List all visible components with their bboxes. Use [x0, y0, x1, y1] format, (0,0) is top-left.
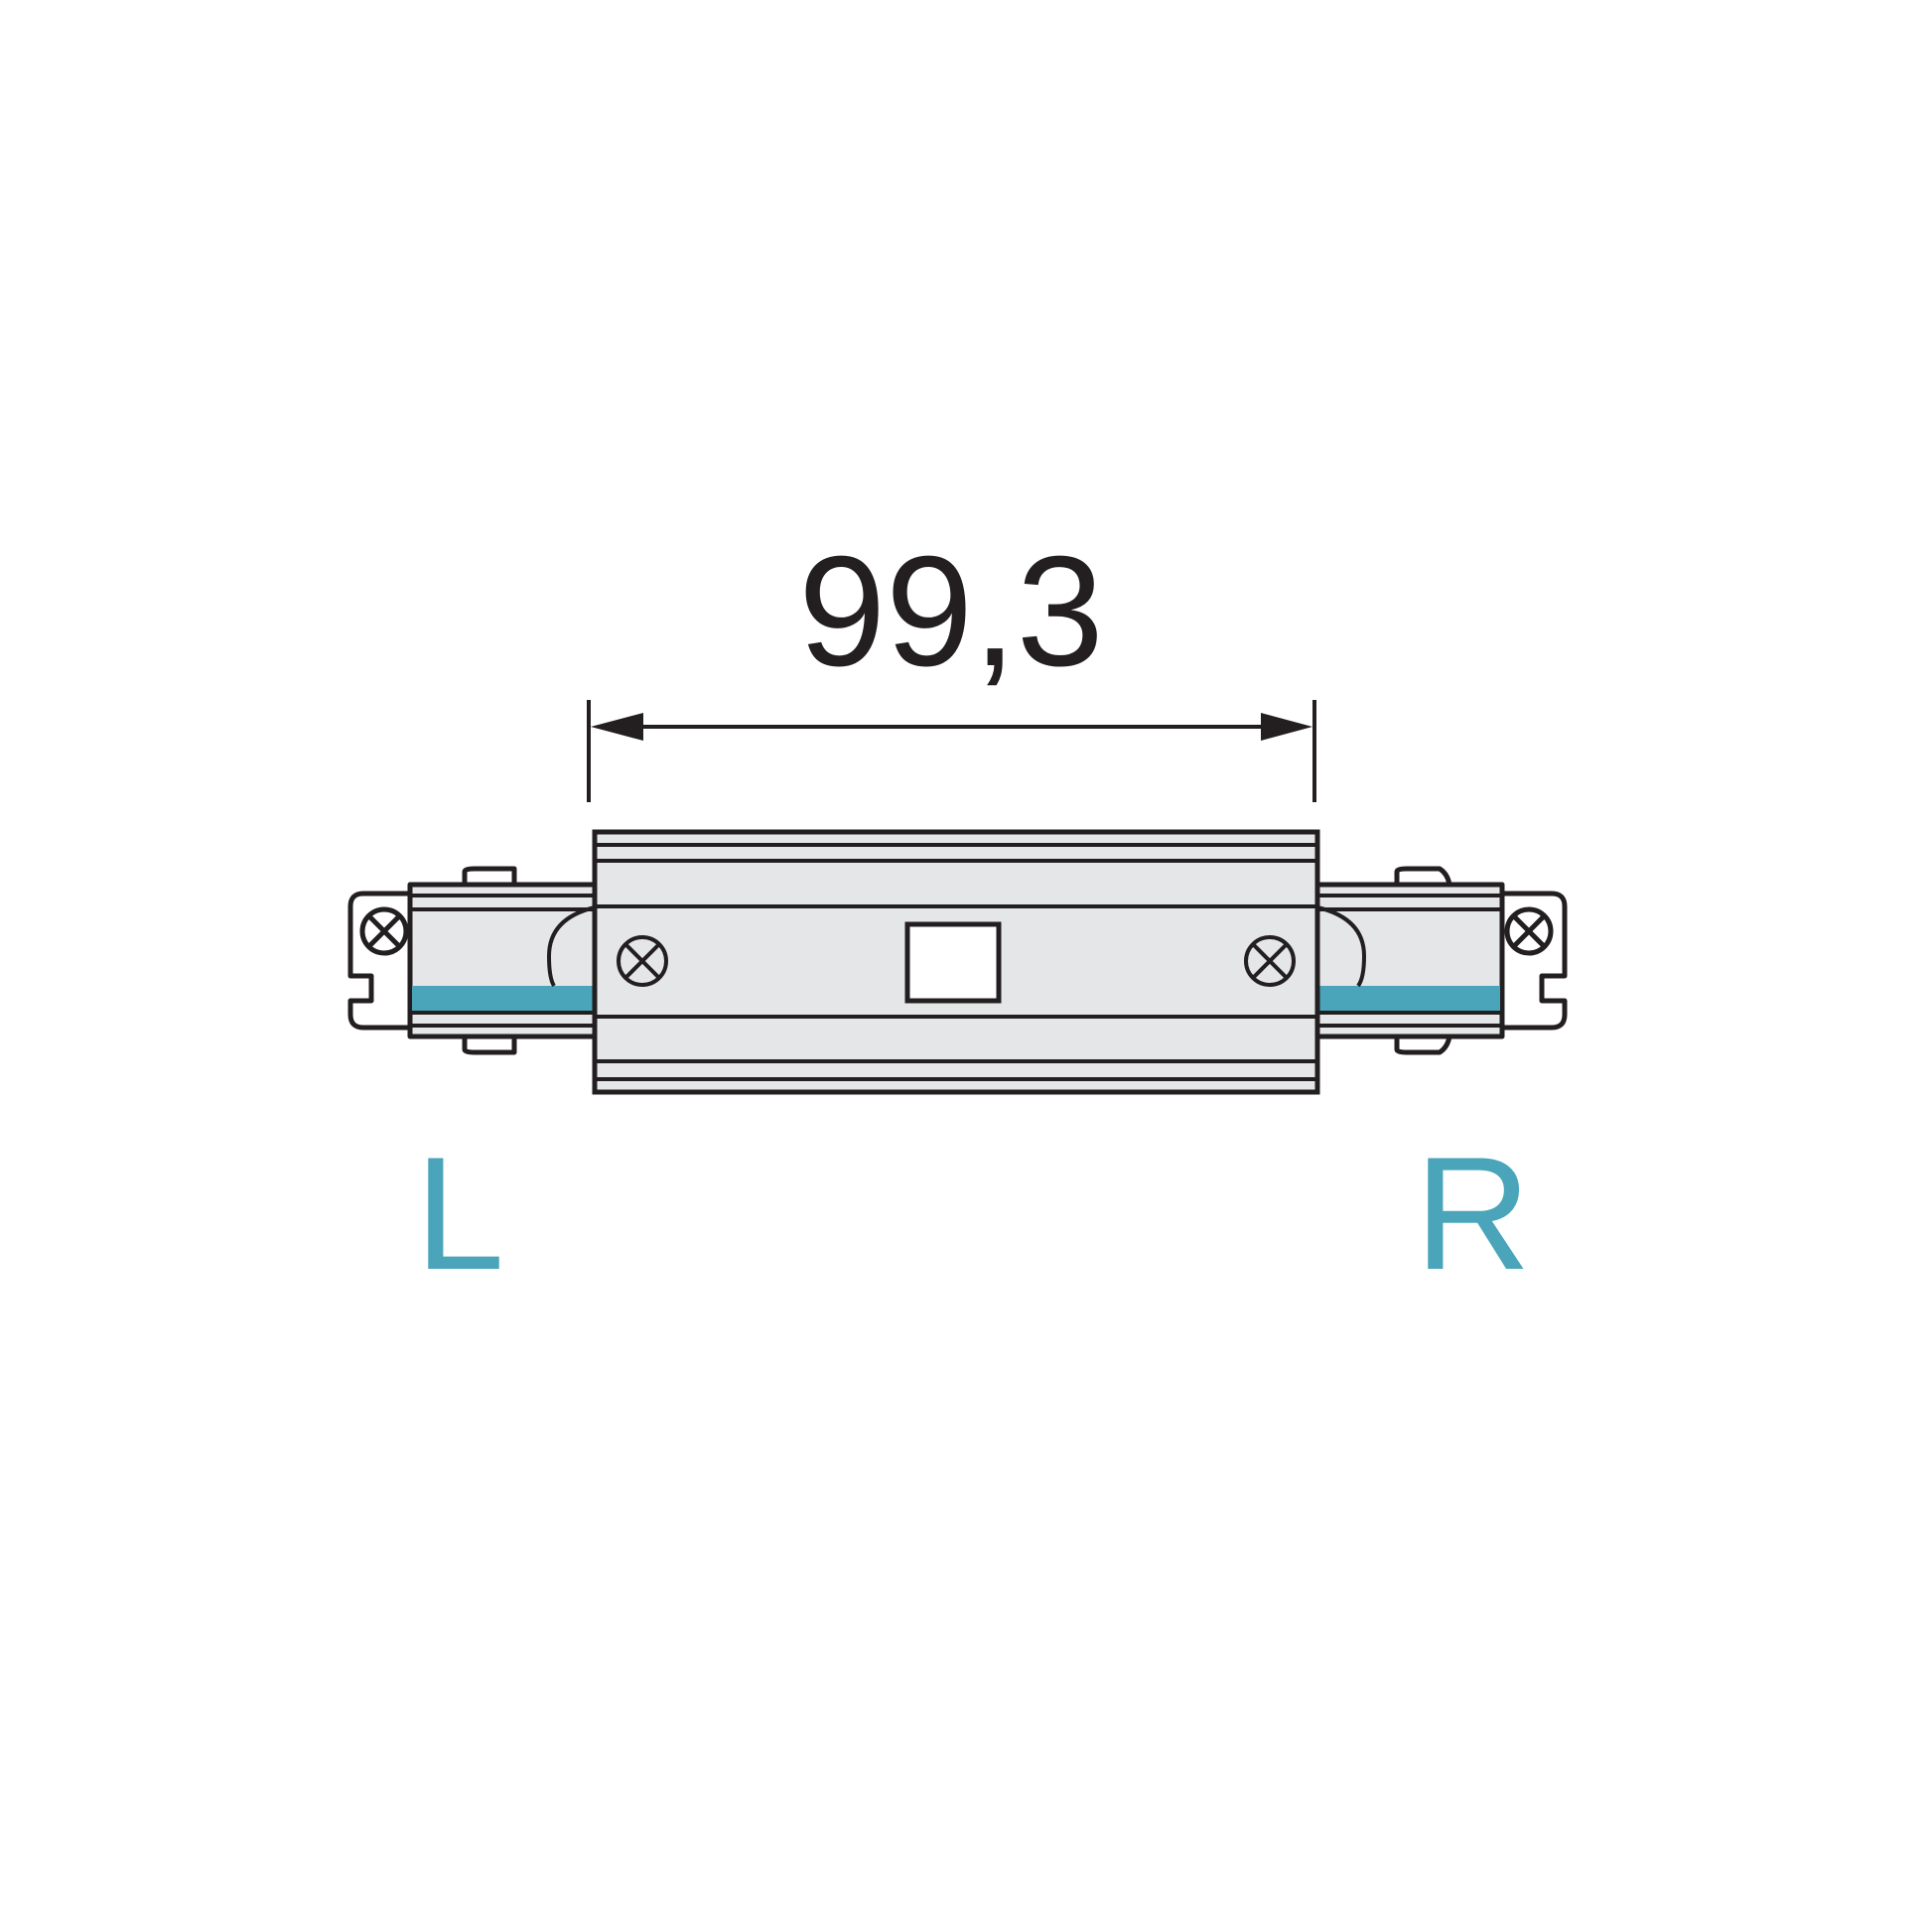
- right-rail-accent-band: [1319, 986, 1500, 1012]
- left-body-screw-icon: [617, 935, 668, 987]
- right-bottom-clip: [1394, 1035, 1452, 1055]
- arrowhead-left-icon: [591, 713, 643, 741]
- right-body-screw-icon: [1244, 935, 1296, 987]
- right-label: R: [1415, 1124, 1531, 1304]
- dimension-annotation: 99,3: [587, 524, 1316, 802]
- left-latch-arc: [547, 905, 596, 988]
- screw-cross: [1512, 914, 1546, 948]
- right-top-clip: [1394, 866, 1452, 886]
- square-hole: [904, 921, 1002, 1004]
- left-top-clip: [462, 866, 517, 885]
- screw-cross: [1252, 943, 1288, 979]
- left-bottom-clip: [462, 1036, 517, 1055]
- screw-cross: [624, 943, 660, 979]
- center-body: [592, 829, 1320, 1095]
- left-rail-accent-band: [412, 986, 595, 1012]
- right-connector: [1314, 866, 1568, 1055]
- screw-cross: [367, 914, 401, 948]
- left-label: L: [415, 1124, 504, 1304]
- right-latch-arc: [1316, 905, 1366, 988]
- arrowhead-right-icon: [1261, 713, 1312, 741]
- dimension-value: 99,3: [798, 524, 1104, 699]
- left-connector: [347, 866, 598, 1055]
